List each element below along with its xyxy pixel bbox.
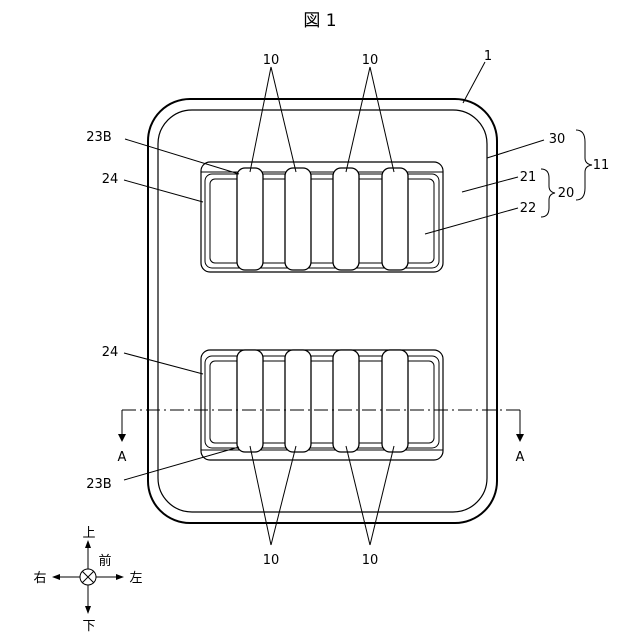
direction-up-label: 上	[82, 526, 95, 541]
direction-indicator	[52, 540, 124, 614]
ref-10-top-left: 10	[263, 53, 280, 68]
leader-21	[462, 177, 518, 192]
leader-24-bottom	[124, 353, 203, 374]
ref-20: 20	[558, 186, 575, 201]
inner-frame	[158, 110, 487, 512]
leader-30	[487, 140, 544, 158]
upper-window	[201, 162, 443, 272]
ref-11: 11	[593, 158, 610, 173]
ref-10-top-right: 10	[362, 53, 379, 68]
direction-front-label: 前	[98, 553, 111, 569]
lower-window	[201, 350, 443, 460]
leader-lines-10-bottom	[250, 446, 394, 545]
ref-24-bottom: 24	[102, 345, 119, 360]
section-label-right: A	[516, 450, 525, 465]
ref-1: 1	[484, 49, 492, 64]
direction-down-label: 下	[82, 619, 95, 634]
direction-right-label: 右	[33, 571, 46, 586]
brace-20	[541, 169, 555, 217]
figure-title: 図 1	[303, 11, 336, 31]
ref-10-bottom-right: 10	[362, 553, 379, 568]
leader-lines-10-top	[250, 67, 394, 172]
ref-21: 21	[520, 170, 537, 185]
leader-23b-bottom	[124, 447, 239, 480]
ref-30: 30	[549, 132, 566, 147]
ref-23b-top: 23B	[86, 130, 111, 145]
ref-23b-bottom: 23B	[86, 477, 111, 492]
ref-24-top: 24	[102, 172, 119, 187]
leader-23b-top	[125, 139, 239, 174]
direction-left-label: 左	[129, 571, 142, 586]
ref-22: 22	[520, 201, 537, 216]
section-line-a-a	[118, 410, 524, 442]
leader-1	[463, 62, 485, 103]
brace-11	[576, 130, 592, 200]
ref-10-bottom-left: 10	[263, 553, 280, 568]
section-label-left: A	[118, 450, 127, 465]
leader-24-top	[124, 180, 203, 202]
